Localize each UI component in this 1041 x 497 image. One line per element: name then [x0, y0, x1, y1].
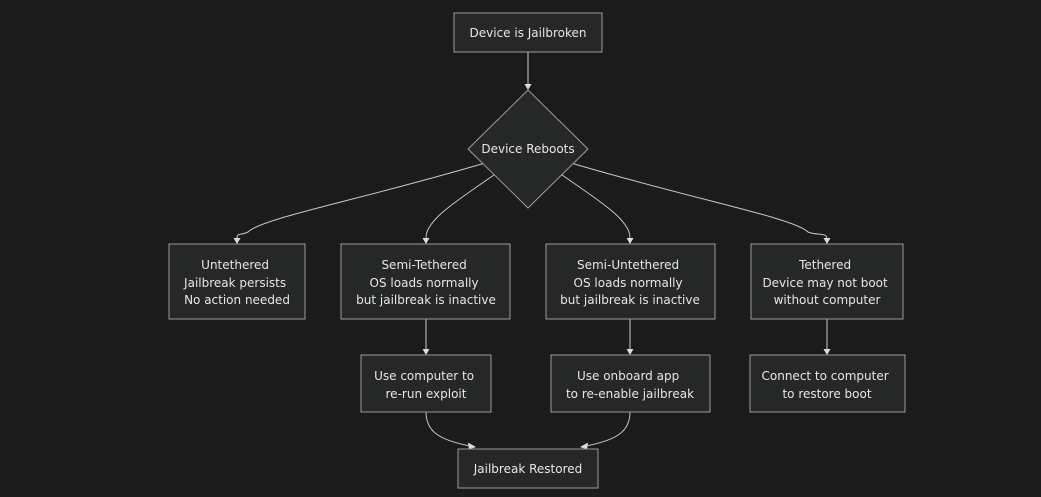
- edge-decision-to-semi-tethered: [425, 174, 495, 240]
- node-use-computer: Use computer to re-run exploit: [360, 354, 492, 413]
- node-device-is-jailbroken: Device is Jailbroken: [453, 12, 603, 53]
- node-connect-to-computer-label: Connect to computer to restore boot: [762, 369, 893, 401]
- node-use-computer-label: Use computer to re-run exploit: [374, 369, 478, 401]
- node-device-reboots-label: Device Reboots: [481, 142, 574, 156]
- node-connect-to-computer: Connect to computer to restore boot: [749, 354, 906, 413]
- node-untethered-label: Untethered Jailbreak persists No action …: [183, 258, 290, 307]
- node-semi-tethered-label: Semi-Tethered OS loads normally but jail…: [356, 258, 496, 307]
- node-use-onboard-app-label: Use onboard app to re-enable jailbreak: [566, 369, 694, 401]
- arrow-decision-to-tethered: [823, 238, 831, 244]
- arrow-decision-to-semi-tethered: [422, 238, 430, 244]
- arrow-use-computer-to-restored: [468, 442, 476, 450]
- edge-use-app-to-restored: [585, 411, 631, 447]
- node-jailbreak-restored-label: Jailbreak Restored: [473, 462, 583, 476]
- node-device-is-jailbroken-label: Device is Jailbroken: [470, 26, 587, 40]
- edge-decision-to-untethered: [236, 162, 486, 240]
- edges: [233, 52, 831, 450]
- arrow-tethered-to-connect-computer: [823, 349, 831, 355]
- arrow-semi-tethered-to-use-computer: [422, 349, 430, 355]
- node-use-onboard-app: Use onboard app to re-enable jailbreak: [550, 354, 711, 413]
- node-tethered-label: Tethered Device may not boot without com…: [762, 258, 891, 307]
- arrow-decision-to-untethered: [233, 238, 241, 244]
- arrow-decision-to-semi-untethered: [626, 238, 634, 244]
- edge-use-computer-to-restored: [425, 411, 471, 447]
- node-untethered: Untethered Jailbreak persists No action …: [168, 243, 306, 320]
- edge-decision-to-semi-untethered: [561, 174, 631, 240]
- node-device-reboots: Device Reboots: [467, 89, 589, 209]
- node-tethered: Tethered Device may not boot without com…: [750, 243, 904, 320]
- arrow-semi-untethered-to-use-app: [626, 349, 634, 355]
- node-jailbreak-restored: Jailbreak Restored: [457, 448, 599, 489]
- edge-decision-to-tethered: [570, 162, 828, 240]
- node-semi-untethered-label: Semi-Untethered OS loads normally but ja…: [560, 258, 700, 307]
- node-semi-untethered: Semi-Untethered OS loads normally but ja…: [545, 243, 716, 320]
- arrow-use-app-to-restored: [580, 442, 588, 450]
- arrow-start-to-decision: [524, 84, 532, 90]
- node-semi-tethered: Semi-Tethered OS loads normally but jail…: [340, 243, 511, 320]
